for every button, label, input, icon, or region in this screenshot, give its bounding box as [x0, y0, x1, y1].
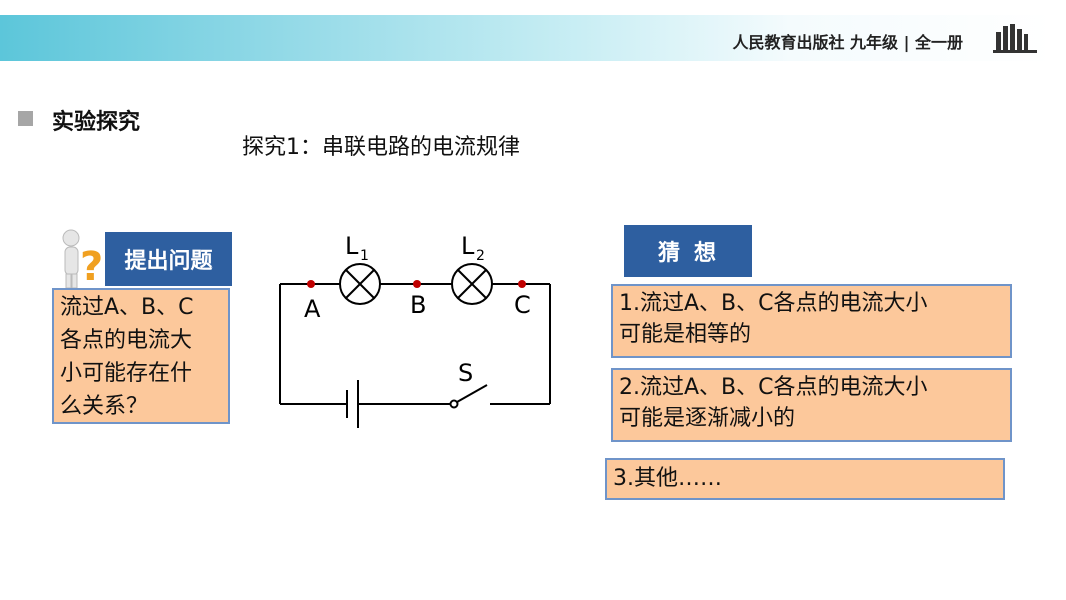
question-line: 小可能存在什 [60, 361, 193, 386]
guess-box-1: 1.流过A、B、C各点的电流大小 可能是相等的 [611, 284, 1012, 358]
lamp-1-sub: 1 [360, 248, 369, 264]
sub-title: 探究1：串联电路的电流规律 [242, 135, 520, 160]
point-c-dot [518, 280, 526, 288]
publisher-label: 人民教育出版社 九年级 | 全一册 [732, 33, 963, 52]
question-tag: 提出问题 [105, 232, 232, 286]
books-icon [993, 24, 1037, 53]
question-line: 么关系？ [60, 394, 149, 419]
point-a-dot [307, 280, 315, 288]
guess-box-3: 3.其他…… [605, 458, 1005, 500]
guess-tag: 猜想 [624, 225, 752, 277]
lamp-2-icon [451, 263, 493, 305]
point-b-label: B [410, 291, 426, 319]
lamp-1-icon [339, 263, 381, 305]
point-c-label: C [514, 291, 531, 319]
guess-line: 3.其他…… [613, 466, 722, 491]
guess-line: 1.流过A、B、C各点的电流大小 [619, 291, 928, 316]
question-box: 流过A、B、C 各点的电流大 小可能存在什 么关系？ [52, 288, 230, 424]
section-bullet [18, 111, 33, 126]
guess-box-2: 2.流过A、B、C各点的电流大小 可能是逐渐减小的 [611, 368, 1012, 442]
point-b-dot [413, 280, 421, 288]
lamp-2-sub: 2 [476, 248, 485, 264]
guess-line: 可能是相等的 [619, 322, 752, 347]
header-band [0, 15, 1053, 61]
lamp-2-label: L [461, 232, 475, 260]
lamp-1-label: L [345, 232, 359, 260]
svg-text:?: ? [80, 244, 103, 290]
thinker-question-icon: ? [62, 229, 103, 290]
point-a-label: A [304, 295, 321, 323]
series-circuit-diagram: L 1 L 2 A B C S [279, 232, 551, 428]
question-line: 流过A、B、C [60, 295, 194, 320]
guess-line: 2.流过A、B、C各点的电流大小 [619, 375, 928, 400]
switch-icon [449, 399, 459, 409]
guess-line: 可能是逐渐减小的 [619, 406, 796, 431]
section-title: 实验探究 [52, 110, 141, 135]
question-line: 各点的电流大 [60, 328, 193, 353]
switch-label: S [458, 359, 473, 387]
